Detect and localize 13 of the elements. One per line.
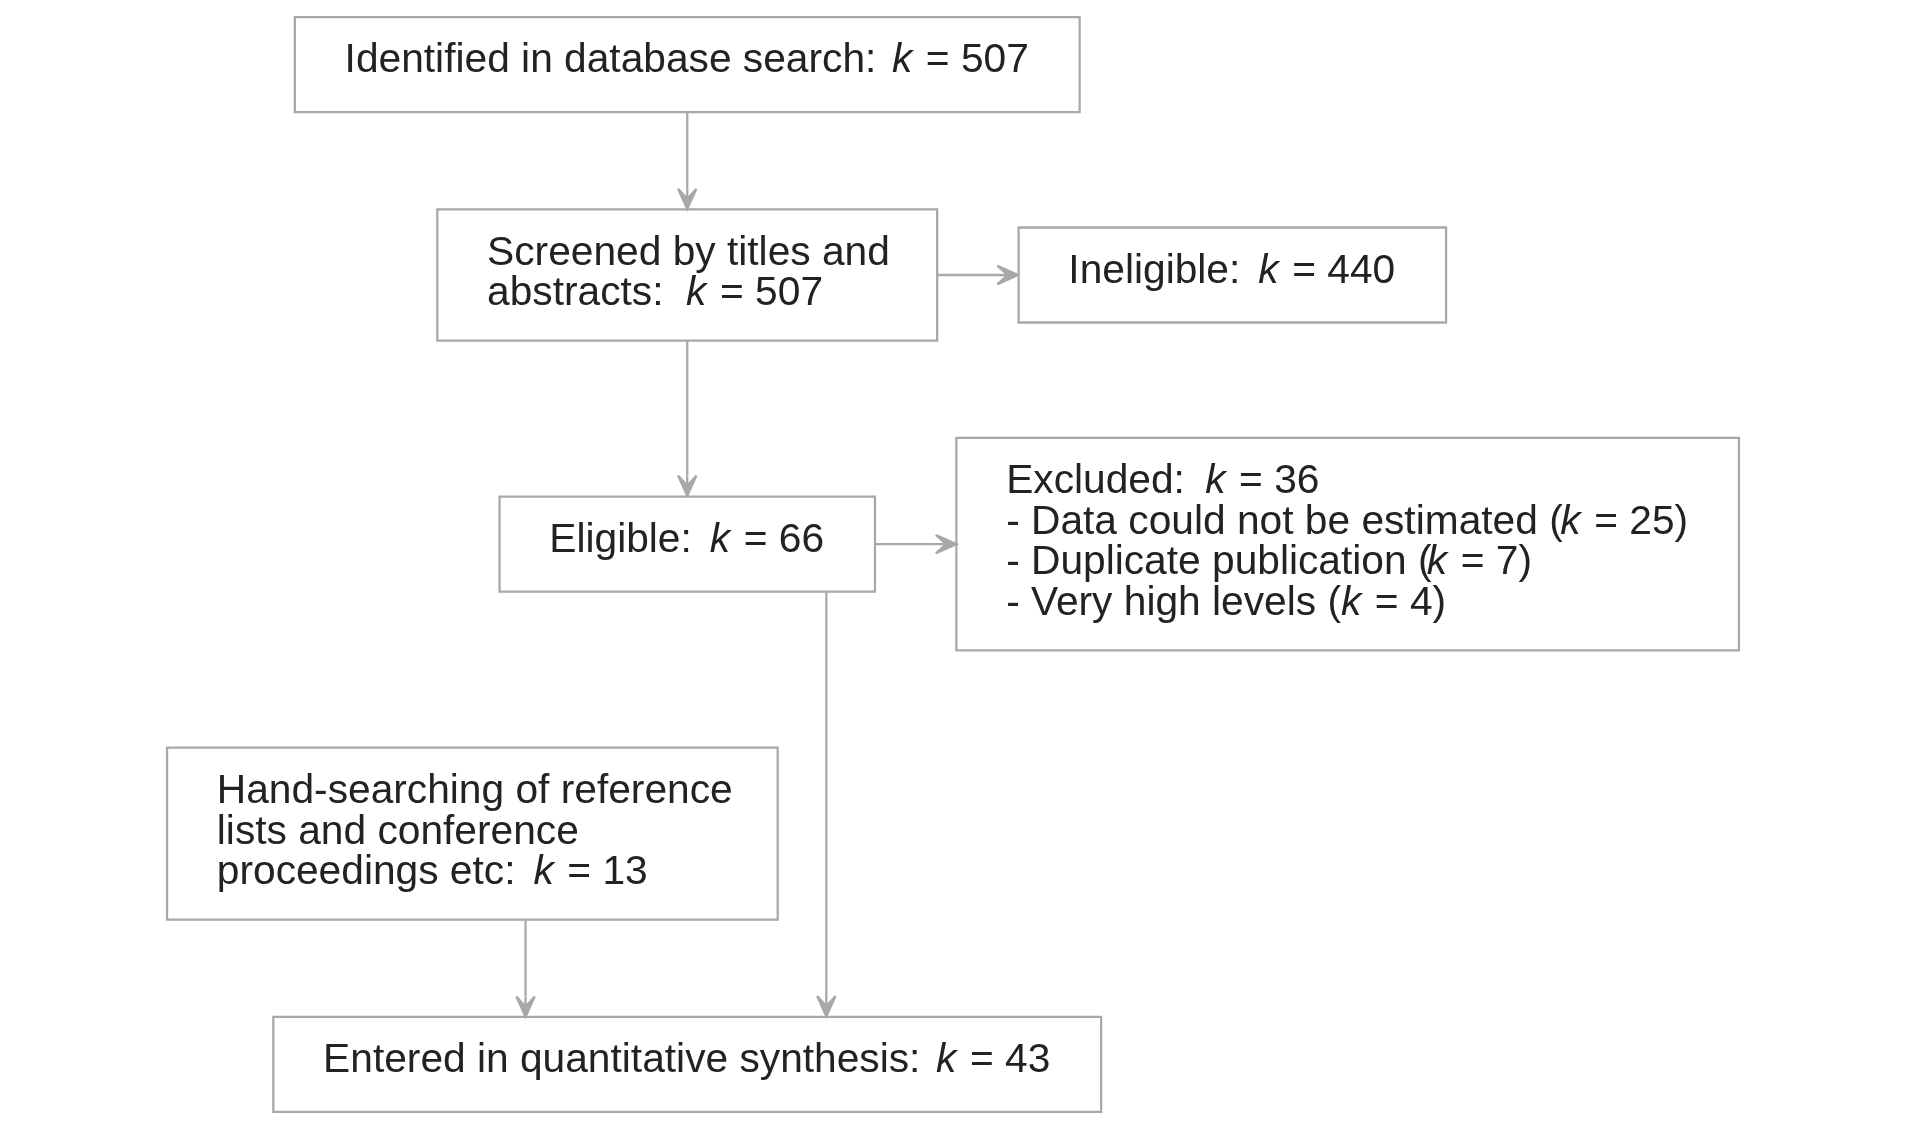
arrow	[676, 340, 698, 497]
node-box: Screened by titles and abstracts: k = 507	[435, 208, 938, 342]
arrow	[875, 533, 957, 555]
arrow	[815, 592, 837, 1018]
node-box: Identified in database search: k = 507	[293, 16, 1081, 114]
node-box: Entered in quantitative synthesis: k = 43	[271, 1015, 1102, 1113]
node-box: Eligible: k = 66	[497, 495, 876, 593]
arrow	[936, 264, 1019, 286]
node-box: Hand-searching of reference lists and conference proceedings etc: k = 13	[165, 746, 779, 921]
node-box: Ineligible: k = 440	[1016, 226, 1447, 324]
arrow	[514, 920, 536, 1018]
arrow	[676, 112, 698, 211]
node-box: Excluded: k = 36 - Data could not be estimated (k = 25) - Duplicate publication (k = 7) - Very high levels (k = 4)	[954, 436, 1740, 652]
